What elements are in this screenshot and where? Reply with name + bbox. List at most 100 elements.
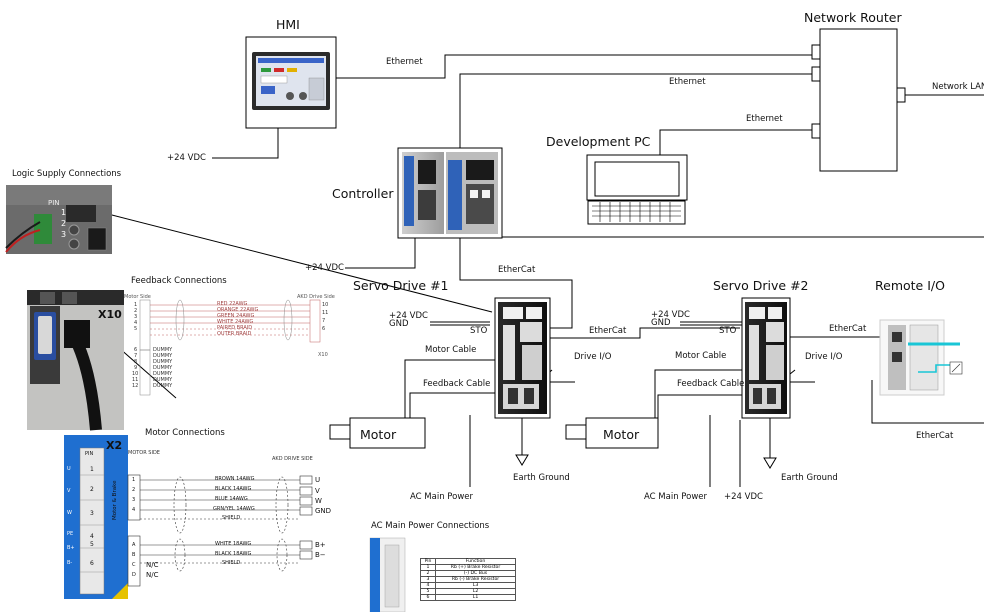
motor-diagram bbox=[127, 474, 313, 587]
md-wire-3: BLUE 14AWG bbox=[215, 496, 248, 502]
ac-main-power-2-label: AC Main Power bbox=[644, 492, 707, 502]
motor-cable-2-label: Motor Cable bbox=[675, 351, 727, 361]
motor-2-label: Motor bbox=[603, 427, 640, 442]
fb-left-pin-7: 7 bbox=[134, 353, 138, 359]
servo-drive-1-label: Servo Drive #1 bbox=[353, 278, 449, 293]
fb-dummy-4: DUMMY bbox=[153, 365, 173, 371]
feedback-cable-2-label: Feedback Cable bbox=[677, 379, 745, 389]
md-term-bminus: B− bbox=[315, 551, 326, 559]
motor-diagram-drive-side: AKD DRIVE SIDE bbox=[272, 456, 313, 462]
controller-label: Controller bbox=[332, 186, 394, 201]
feedback-wire-6: OUTER BRAID bbox=[217, 331, 252, 337]
md-wire-7: BLACK 18AWG bbox=[215, 551, 252, 557]
fb-left-pin-4: 4 bbox=[134, 320, 138, 326]
servo-drive-2-label: Servo Drive #2 bbox=[713, 278, 809, 293]
md-pin-a: A bbox=[132, 542, 136, 548]
logic-pin-3: 3 bbox=[61, 230, 67, 239]
motor-1-label: Motor bbox=[360, 427, 397, 442]
motor-2 bbox=[565, 417, 659, 449]
md-wire-1: BROWN 14AWG bbox=[215, 476, 255, 482]
servo-drive-1 bbox=[494, 297, 551, 419]
feedback-wire-3: GREEN 24AWG bbox=[217, 313, 255, 319]
md-nc-1: N/C bbox=[146, 561, 159, 569]
feedback-diagram bbox=[139, 299, 321, 396]
feedback-wire-1: RED 22AWG bbox=[217, 301, 248, 307]
feedback-wire-2: ORANGE 22AWG bbox=[217, 307, 259, 313]
x2-pin-1: 1 bbox=[90, 466, 94, 473]
ethercat-drive1-drive2-label: EtherCat bbox=[589, 326, 627, 336]
fb-dummy-2: DUMMY bbox=[153, 353, 173, 359]
fb-right-pin-10: 10 bbox=[322, 302, 329, 308]
ethercat-bottom-label: EtherCat bbox=[916, 431, 954, 441]
remote-io-label: Remote I/O bbox=[875, 278, 945, 293]
md-pin-1: 1 bbox=[132, 477, 136, 483]
ac-pin-cell: 6 bbox=[419, 594, 437, 601]
fb-dummy-1: DUMMY bbox=[153, 347, 173, 353]
x2-side-text: Motor & Brake bbox=[112, 480, 118, 520]
wiring-lines bbox=[107, 54, 984, 487]
fb-left-pin-5: 5 bbox=[134, 326, 138, 332]
earth-ground-2-label: Earth Ground bbox=[781, 473, 838, 483]
x2-code-u: U bbox=[67, 466, 71, 472]
sto-1-label: STO bbox=[470, 326, 488, 336]
x10-photo bbox=[27, 290, 124, 431]
controller-24vdc-label: +24 VDC bbox=[305, 263, 344, 273]
fb-right-pin-6: 6 bbox=[322, 326, 326, 332]
ac-main-power-1-label: AC Main Power bbox=[410, 492, 473, 502]
md-pin-d: D bbox=[132, 572, 136, 578]
x2-code-pe: PE bbox=[67, 531, 74, 537]
logic-pin-label: PIN bbox=[48, 199, 60, 207]
x2-code-bminus: B- bbox=[67, 560, 73, 566]
logic-pin-1: 1 bbox=[61, 208, 67, 217]
motor-cable-1-label: Motor Cable bbox=[425, 345, 477, 355]
md-term-gnd: GND bbox=[315, 507, 332, 515]
md-pin-4: 4 bbox=[132, 507, 136, 513]
fb-left-pin-2: 2 bbox=[134, 308, 138, 314]
drive2-power-label: +24 VDC GND bbox=[651, 310, 690, 328]
fb-left-pin-10: 10 bbox=[132, 371, 139, 377]
controller-device bbox=[397, 147, 503, 239]
x2-pin-3: 3 bbox=[90, 510, 94, 517]
hmi-24vdc-label: +24 VDC bbox=[167, 153, 206, 163]
feedback-wire-4: WHITE 24AWG bbox=[217, 319, 254, 325]
servo-drive-2 bbox=[741, 297, 791, 419]
x2-tag: X2 bbox=[106, 439, 123, 452]
remote-io-device bbox=[879, 319, 963, 396]
hmi-label: HMI bbox=[276, 17, 300, 32]
md-wire-4: GRN/YEL 14AWG bbox=[213, 506, 255, 512]
ethercat-drive2-rio-label: EtherCat bbox=[829, 324, 867, 334]
md-term-v: V bbox=[315, 487, 320, 495]
fb-dummy-3: DUMMY bbox=[153, 359, 173, 365]
x2-code-bplus: B+ bbox=[67, 545, 75, 551]
md-wire-8: SHIELD bbox=[222, 560, 241, 566]
md-term-bplus: B+ bbox=[315, 541, 326, 549]
bottom-24vdc-label: +24 VDC bbox=[724, 492, 763, 502]
ethernet-controller-label: Ethernet bbox=[669, 77, 706, 87]
drive1-gnd-label: GND bbox=[389, 319, 409, 329]
development-pc bbox=[586, 154, 688, 225]
drive-io-1-label: Drive I/O bbox=[574, 352, 612, 362]
feedback-motor-side: Motor Side bbox=[124, 294, 151, 300]
ethercat-controller-label: EtherCat bbox=[498, 265, 536, 275]
fb-left-pin-8: 8 bbox=[134, 359, 138, 365]
drive2-24vdc-label: +24 VDC bbox=[651, 310, 690, 320]
fb-left-pin-3: 3 bbox=[134, 314, 138, 320]
md-term-u: U bbox=[315, 476, 321, 484]
md-nc-2: N/C bbox=[146, 571, 159, 579]
x2-pin-2: 2 bbox=[90, 486, 94, 493]
x2-pin-4: 4 bbox=[90, 533, 94, 540]
earth-ground-1-icon bbox=[515, 454, 529, 466]
md-pin-2: 2 bbox=[132, 487, 136, 493]
earth-ground-2-icon bbox=[763, 457, 777, 469]
earth-ground-1-label: Earth Ground bbox=[513, 473, 570, 483]
x2-pin-6: 6 bbox=[90, 560, 94, 567]
md-wire-6: WHITE 18AWG bbox=[215, 541, 252, 547]
network-lan-label: Network LAN bbox=[932, 82, 984, 92]
sto-2-label: STO bbox=[719, 326, 737, 336]
development-pc-label: Development PC bbox=[546, 134, 651, 149]
md-wire-5: SHIELD bbox=[222, 515, 241, 521]
md-pin-b: B bbox=[132, 552, 136, 558]
x2-code-v: V bbox=[67, 488, 71, 494]
